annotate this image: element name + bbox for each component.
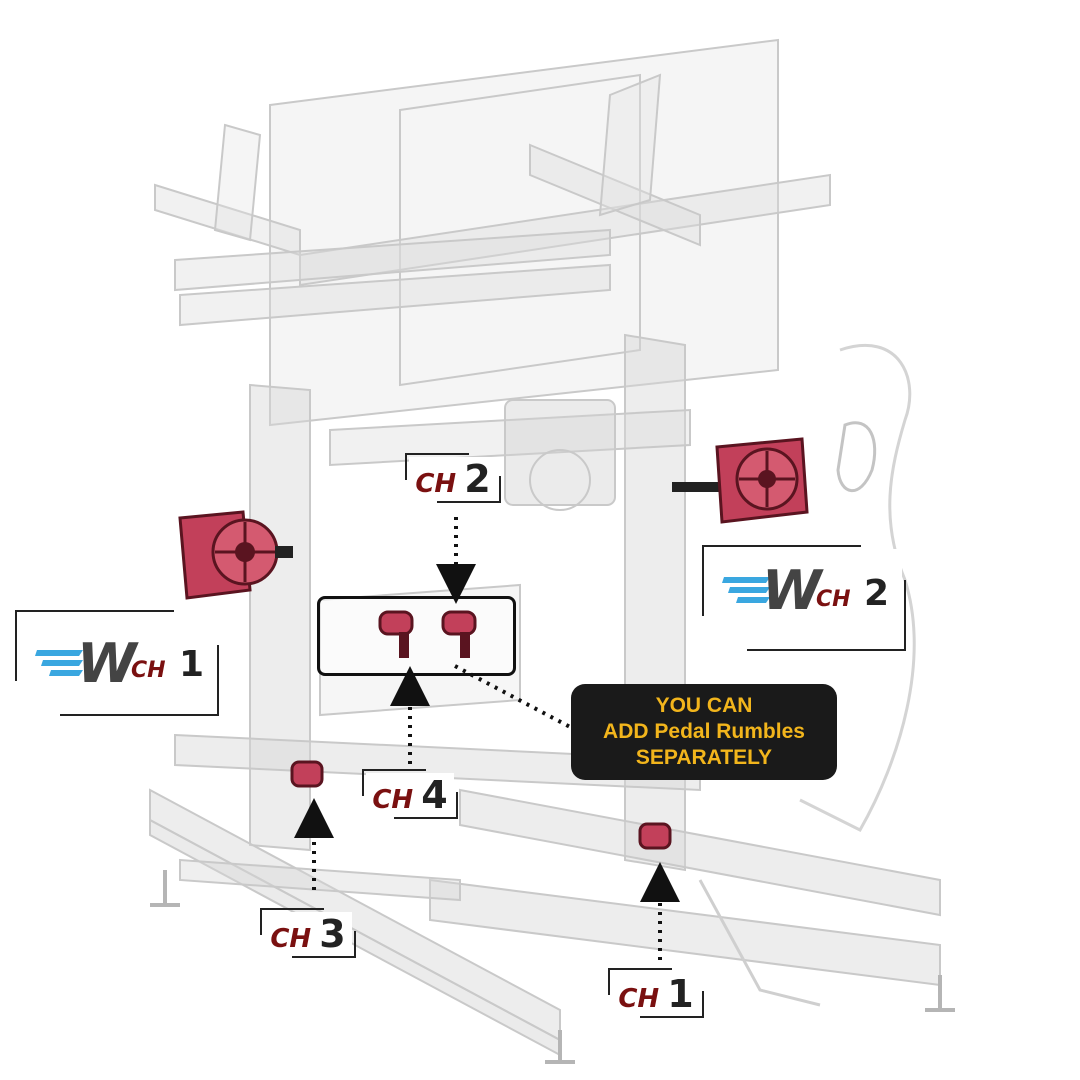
ch-number: 1	[667, 972, 694, 1016]
fan-icon-right	[672, 437, 809, 524]
wind-ch2-label: W CH 2	[702, 545, 907, 651]
rumble-motor-icon	[638, 822, 672, 850]
ch3-label: CH 3	[260, 908, 356, 958]
wind-logo-letter: W	[77, 632, 137, 695]
wind-logo-letter: W	[762, 559, 822, 622]
rumble-motor-icon	[290, 760, 324, 788]
pedal-rumble-icon	[441, 610, 477, 658]
ch1-label: CH 1	[608, 968, 704, 1018]
ch2-label: CH 2	[405, 453, 501, 503]
ch-prefix: CH	[372, 785, 414, 815]
ch-prefix: CH	[270, 924, 312, 954]
note-line-1: YOU CAN	[655, 694, 753, 717]
wind-stripes-icon	[35, 650, 83, 676]
pedal-rumble-icon	[378, 610, 414, 658]
wind-stripes-icon	[722, 577, 770, 603]
ch-prefix: CH	[415, 469, 457, 499]
pedal-rumble-note: YOU CAN ADD Pedal Rumbles SEPARATELY	[571, 684, 837, 780]
pedal-rumble-box	[317, 596, 516, 676]
ch4-label: CH 4	[362, 769, 458, 819]
ch-prefix: CH	[618, 984, 660, 1014]
ch-number: 4	[421, 773, 448, 817]
ch-prefix: CH	[131, 658, 166, 683]
note-line-2: ADD Pedal Rumbles	[603, 720, 805, 743]
wind-ch1-label: W CH 1	[15, 610, 220, 716]
ch-number: 2	[464, 457, 491, 501]
ch-number: 3	[319, 912, 346, 956]
ch-number: 1	[179, 644, 205, 685]
ch-prefix: CH	[816, 587, 851, 612]
ch-number: 2	[864, 573, 890, 614]
note-line-3: SEPARATELY	[635, 746, 773, 769]
fan-icon-left	[178, 510, 293, 600]
